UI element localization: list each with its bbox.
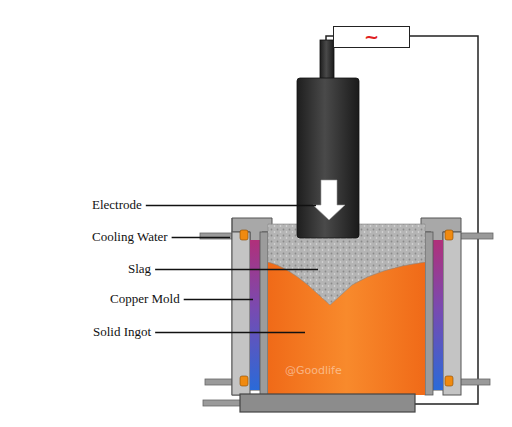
- part-label: Cooling Water: [92, 229, 168, 244]
- part-label: Solid Ingot: [93, 324, 151, 339]
- part-label: Slag: [128, 261, 151, 276]
- watermark: @Goodlife: [285, 363, 342, 378]
- ac-symbol: ~: [364, 28, 379, 46]
- electrode: [297, 40, 359, 238]
- leader-line: [155, 332, 305, 334]
- part-label: Electrode: [92, 197, 142, 212]
- leader-line: [146, 205, 316, 207]
- base-plate: [240, 394, 415, 412]
- leader-line: [172, 237, 230, 239]
- copper-mold: [232, 218, 461, 395]
- leader-line: [184, 299, 253, 301]
- part-label: Copper Mold: [110, 291, 180, 306]
- power-source: ~: [333, 26, 410, 48]
- leader-line: [155, 269, 318, 271]
